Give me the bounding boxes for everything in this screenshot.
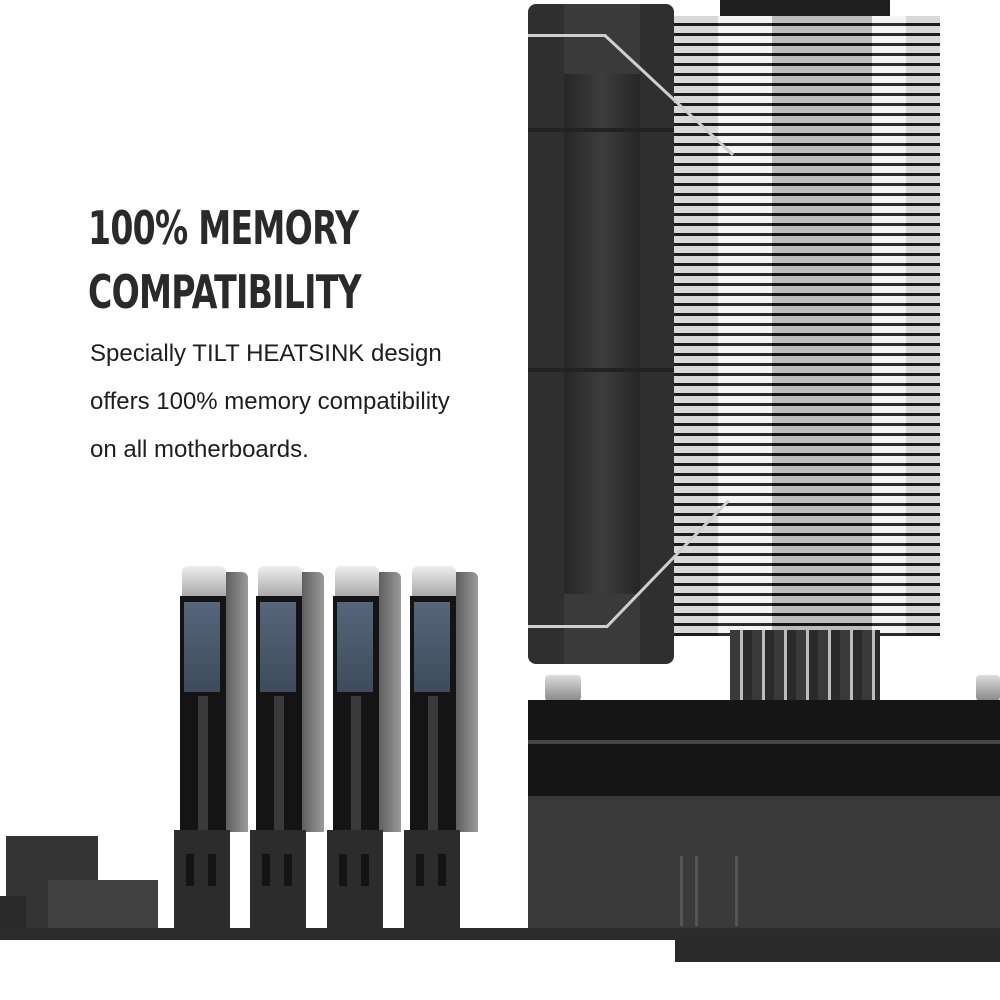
header-pin <box>735 856 738 926</box>
fan-clip <box>528 625 608 628</box>
motherboard-pcb <box>0 928 1000 940</box>
ram-module <box>174 566 248 930</box>
motherboard-component <box>0 896 26 928</box>
heatsink-fin-stack <box>674 16 940 636</box>
description-line-3: on all motherboards. <box>90 436 309 463</box>
ram-module <box>327 566 401 930</box>
heatpipes <box>730 630 880 700</box>
fan-blade <box>564 74 640 594</box>
heatsink-top-cap <box>720 0 890 18</box>
headline-line-2: COMPATIBILITY <box>88 265 362 319</box>
heatpipe-column <box>906 16 940 636</box>
dimm-latch <box>327 830 383 930</box>
dimm-latch <box>174 830 230 930</box>
dimm-latch <box>250 830 306 930</box>
cooling-fan <box>528 4 674 664</box>
header-pin <box>680 856 683 926</box>
heatpipe-column <box>772 16 872 636</box>
ram-module <box>250 566 324 930</box>
cooler-base <box>528 700 1000 800</box>
headline: 100% MEMORY COMPATIBILITY <box>88 196 362 324</box>
description-line-2: offers 100% memory compatibility <box>90 388 450 415</box>
motherboard-component <box>48 880 158 928</box>
header-pin <box>695 856 698 926</box>
description-line-1: Specially TILT HEATSINK design <box>90 340 442 367</box>
dimm-latch <box>404 830 460 930</box>
mount-screw <box>976 675 1000 701</box>
mount-screw <box>545 675 581 701</box>
motherboard-vrm <box>528 800 1000 930</box>
description: Specially TILT HEATSINK design offers 10… <box>90 330 450 474</box>
fan-clip <box>528 34 606 37</box>
heatpipe-column <box>674 16 718 636</box>
headline-line-1: 100% MEMORY <box>88 201 359 255</box>
ram-module <box>404 566 478 930</box>
motherboard-pcb-edge <box>675 940 1000 962</box>
